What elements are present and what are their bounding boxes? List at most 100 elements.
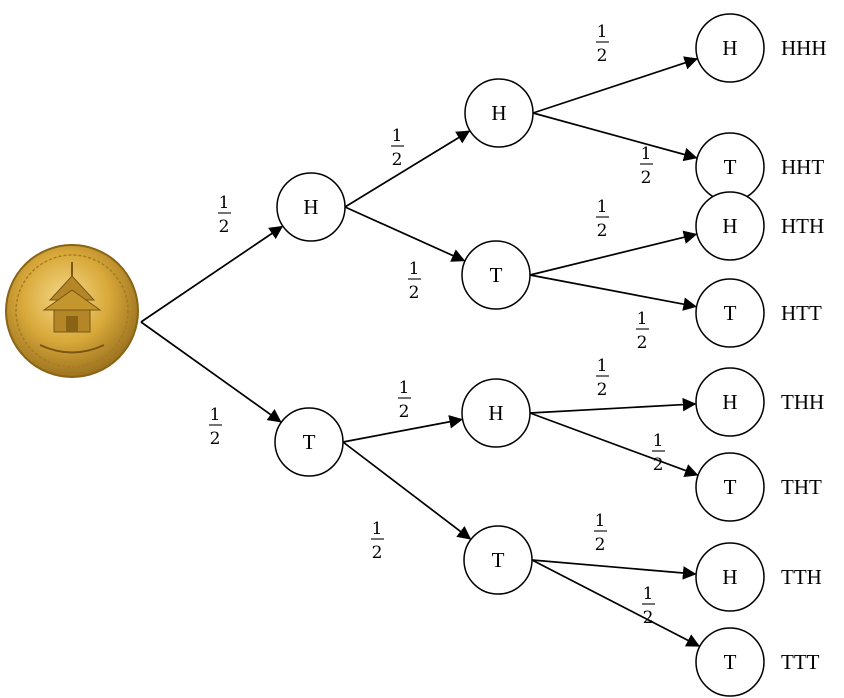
- node-level3-5: H: [695, 367, 765, 437]
- probability-numerator: 1: [399, 378, 410, 398]
- node-circle: [695, 452, 765, 522]
- node-level3-6: T: [695, 452, 765, 522]
- node-level2-4: T: [463, 525, 533, 595]
- probability-numerator: 1: [641, 144, 652, 164]
- node-level3-7: H: [695, 542, 765, 612]
- probability-numerator: 1: [597, 356, 608, 376]
- probability-denominator: 2: [637, 333, 648, 353]
- node-level3-4: T: [695, 278, 765, 348]
- node-circle: [695, 542, 765, 612]
- node-level3-3: H: [695, 191, 765, 261]
- probability-numerator: 1: [597, 197, 608, 217]
- edge-root-t: [140, 321, 282, 423]
- node-circle: [695, 278, 765, 348]
- edge-level2-4: [342, 441, 472, 540]
- probability-denominator: 2: [653, 455, 664, 475]
- node-label: H: [722, 214, 737, 238]
- node-level1-1: H: [276, 172, 346, 242]
- probability-label-level3-4: 12: [636, 309, 649, 353]
- probability-denominator: 2: [597, 380, 608, 400]
- outcome-htt: HTT: [781, 301, 822, 325]
- probability-numerator: 1: [392, 126, 403, 146]
- outcome-thh: THH: [781, 390, 824, 414]
- node-level3-2: T: [695, 132, 765, 202]
- node-circle: [276, 172, 346, 242]
- probability-denominator: 2: [219, 217, 230, 237]
- edge-level3-5: [529, 397, 697, 414]
- node-label: T: [724, 650, 737, 674]
- probability-numerator: 1: [643, 584, 654, 604]
- edge-level3-1: [532, 56, 699, 114]
- node-label: H: [722, 565, 737, 589]
- probability-numerator: 1: [653, 431, 664, 451]
- edge-level3-7: [531, 559, 697, 580]
- probability-label-level3-2: 12: [640, 144, 653, 188]
- outcome-tth: TTH: [781, 565, 822, 589]
- probability-label-level3-6: 12: [652, 431, 665, 475]
- node-label: T: [724, 155, 737, 179]
- probability-label-level3-7: 12: [594, 511, 607, 555]
- probability-label-level1-1: 12: [218, 193, 231, 237]
- node-level3-8: T: [695, 627, 765, 697]
- probability-denominator: 2: [392, 150, 403, 170]
- node-level2-3: H: [461, 378, 531, 448]
- probability-denominator: 2: [641, 168, 652, 188]
- node-circle: [695, 367, 765, 437]
- node-circle: [695, 627, 765, 697]
- probability-denominator: 2: [409, 283, 420, 303]
- probability-numerator: 1: [597, 22, 608, 42]
- node-circle: [461, 378, 531, 448]
- probability-denominator: 2: [597, 46, 608, 66]
- node-label: T: [724, 475, 737, 499]
- node-level3-1: H: [695, 13, 765, 83]
- node-label: H: [722, 36, 737, 60]
- probability-label-level3-8: 12: [642, 584, 655, 628]
- probability-label-level2-1: 12: [391, 126, 404, 170]
- edge-level2-2: [344, 206, 466, 262]
- probability-label-level3-5: 12: [596, 356, 609, 400]
- probability-label-level2-4: 12: [371, 519, 384, 563]
- probability-label-level2-2: 12: [408, 259, 421, 303]
- probability-denominator: 2: [210, 429, 221, 449]
- node-label: H: [722, 390, 737, 414]
- probability-numerator: 1: [210, 405, 221, 425]
- outcome-tht: THT: [781, 475, 822, 499]
- probability-numerator: 1: [595, 511, 606, 531]
- node-level1-2: T: [274, 407, 344, 477]
- node-level2-2: T: [461, 240, 531, 310]
- node-circle: [274, 407, 344, 477]
- probability-denominator: 2: [595, 535, 606, 555]
- probability-numerator: 1: [409, 259, 420, 279]
- tree-edges: [140, 56, 701, 647]
- node-circle: [463, 525, 533, 595]
- edge-level3-4: [529, 274, 697, 311]
- outcome-hhh: HHH: [781, 36, 827, 60]
- outcome-hht: HHT: [781, 155, 824, 179]
- node-label: H: [488, 401, 503, 425]
- node-label: H: [491, 101, 506, 125]
- probability-label-level3-1: 12: [596, 22, 609, 66]
- probability-label-level1-2: 12: [209, 405, 222, 449]
- probability-denominator: 2: [643, 608, 654, 628]
- node-label: T: [492, 548, 505, 572]
- edge-level3-6: [529, 412, 699, 477]
- edge-level2-3: [342, 415, 463, 443]
- edge-level3-8: [531, 559, 701, 647]
- edge-level2-1: [344, 130, 471, 208]
- edge-root-h: [140, 225, 284, 323]
- probability-denominator: 2: [597, 221, 608, 241]
- tree-nodes: H T H T H T H T H T H T H T: [274, 13, 765, 697]
- probability-denominator: 2: [372, 543, 383, 563]
- node-label: T: [724, 301, 737, 325]
- probability-numerator: 1: [637, 309, 648, 329]
- node-circle: [461, 240, 531, 310]
- node-label: H: [303, 195, 318, 219]
- outcome-hth: HTH: [781, 214, 824, 238]
- node-circle: [695, 13, 765, 83]
- probability-label-level2-3: 12: [398, 378, 411, 422]
- probability-numerator: 1: [219, 193, 230, 213]
- gold-coin-icon: [5, 244, 139, 378]
